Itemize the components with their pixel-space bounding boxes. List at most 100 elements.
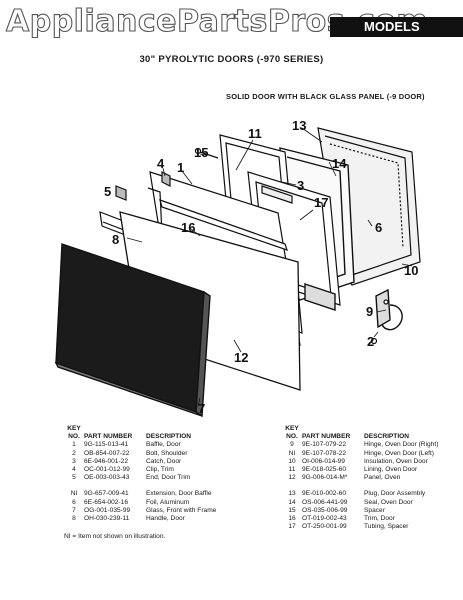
table-row: 7 OG-001-035-99 Glass, Front with Frame — [64, 507, 216, 515]
cell-part-number: 6E-946-001-22 — [84, 457, 128, 465]
cell-no: 3 — [72, 457, 76, 465]
cell-part-number: OT-019-002-43 — [302, 515, 347, 523]
header-no: NO. — [68, 433, 80, 441]
callout-10: 10 — [404, 263, 418, 278]
callout-15: 15 — [194, 145, 208, 160]
callout-7: 7 — [198, 401, 205, 416]
callout-1: 1 — [177, 160, 184, 175]
models-tab: MODELS — [330, 17, 463, 37]
cell-part-number: 6E-654-002-16 — [84, 498, 128, 506]
cell-no: NI — [288, 449, 296, 457]
cell-no: 16 — [288, 515, 296, 523]
cell-no: 8 — [72, 515, 76, 523]
cell-no: 10 — [288, 457, 296, 465]
callout-9: 9 — [366, 304, 373, 319]
header-description: DESCRIPTION — [364, 433, 410, 441]
callout-16: 16 — [181, 220, 195, 235]
cell-part-number: 9G-657-009-41 — [84, 490, 129, 498]
callout-5: 5 — [104, 184, 111, 199]
footnote: NI = Item not shown on illustration. — [64, 533, 166, 540]
cell-description: End, Door Trim — [146, 474, 191, 482]
cell-description: Insulation, Oven Door — [364, 457, 428, 465]
key-label: KEY — [285, 425, 299, 432]
cell-no: 12 — [288, 474, 296, 482]
cell-no: 7 — [72, 506, 76, 514]
cell-no: 1 — [72, 441, 76, 449]
cell-part-number: 9E-010-002-60 — [302, 490, 346, 498]
exploded-door-diagram: 11 13 15 4 1 5 14 3 17 6 10 16 8 12 9 2 … — [54, 118, 421, 418]
callout-11: 11 — [248, 126, 262, 141]
callout-14: 14 — [332, 156, 347, 171]
cell-part-number: 9E-107-078-22 — [302, 449, 346, 457]
cell-description: Glass, Front with Frame — [146, 506, 217, 514]
cell-description: Extension, Door Baffle — [146, 490, 212, 498]
cell-part-number: OG-001-035-99 — [84, 506, 131, 514]
callout-3: 3 — [297, 178, 304, 193]
cell-description: Hinge, Oven Door (Left) — [364, 449, 434, 457]
cell-description: Baffle, Door — [146, 441, 181, 449]
models-tab-label: MODELS — [364, 19, 420, 34]
header-part-number: PART NUMBER — [84, 433, 133, 441]
cell-description: Panel, Oven — [364, 474, 401, 482]
table-row: 3 6E-946-001-22 Catch, Door — [64, 458, 216, 466]
cell-part-number: 9G-115-013-41 — [84, 441, 129, 449]
callout-4: 4 — [157, 156, 165, 171]
cell-no: 9 — [290, 441, 294, 449]
cell-description: Tubing, Spacer — [364, 523, 409, 531]
key-label: KEY — [67, 425, 81, 432]
cell-no: 15 — [288, 506, 296, 514]
header-no: NO. — [286, 433, 298, 441]
front-glass — [54, 243, 211, 418]
callout-12: 12 — [234, 350, 248, 365]
cell-description: Trim, Door — [364, 515, 395, 523]
table-header-row: NO. PART NUMBER DESCRIPTION — [64, 433, 216, 441]
cell-part-number: OT-250-001-99 — [302, 523, 347, 531]
table-row: 13 9E-010-002-60 Plug, Door Assembly — [282, 490, 438, 498]
cell-part-number: 9E-107-079-22 — [302, 441, 346, 449]
cell-no: NI — [70, 490, 78, 498]
diagram-subtitle: SOLID DOOR WITH BLACK GLASS PANEL (-9 DO… — [226, 92, 425, 101]
cell-part-number: OS-035-006-99 — [302, 506, 348, 514]
table-row: NI 9E-107-078-22 Hinge, Oven Door (Left) — [282, 450, 438, 458]
cell-description: Seal, Oven Door — [364, 498, 413, 506]
callout-leaders — [116, 127, 413, 407]
cell-no: 13 — [288, 490, 296, 498]
table-key-label: KEY — [64, 425, 216, 433]
page-title: 30" PYROLYTIC DOORS (-970 SERIES) — [139, 54, 324, 65]
cell-description: Spacer — [364, 506, 385, 514]
callout-17: 17 — [314, 195, 328, 210]
cell-description: Plug, Door Assembly — [364, 490, 426, 498]
callout-8: 8 — [112, 232, 119, 247]
header-part-number: PART NUMBER — [302, 433, 351, 441]
table-row: NI 9G-657-009-41 Extension, Door Baffle — [64, 490, 216, 498]
cell-description: Handle, Door — [146, 515, 185, 523]
cell-part-number: OC-001-012-99 — [84, 466, 130, 474]
cell-description: Foil, Aluminum — [146, 498, 190, 506]
table-row: 15 OS-035-006-99 Spacer — [282, 507, 438, 515]
cell-description: Clip, Trim — [146, 466, 174, 474]
table-row: 1 9G-115-013-41 Baffle, Door — [64, 441, 216, 449]
cell-part-number: OH-030-239-11 — [84, 515, 130, 523]
cell-description: Bolt, Shoulder — [146, 449, 188, 457]
callout-13: 13 — [292, 118, 306, 133]
table-row: 9 9E-107-079-22 Hinge, Oven Door (Right) — [282, 441, 438, 449]
hardware-fasteners — [115, 147, 389, 345]
parts-table-left: KEY NO. PART NUMBER DESCRIPTION 1 9G-115-… — [64, 425, 216, 523]
cell-description: Lining, Oven Door — [364, 466, 418, 474]
callout-2: 2 — [367, 334, 374, 349]
cell-part-number: OS-006-441-99 — [302, 498, 348, 506]
callout-6: 6 — [375, 220, 382, 235]
cell-no: 6 — [72, 498, 76, 506]
cell-description: Catch, Door — [146, 457, 182, 465]
cell-no: 17 — [288, 523, 296, 531]
table-key-label: KEY — [282, 425, 438, 433]
cell-no: 4 — [72, 466, 76, 474]
parts-table-right: KEY NO. PART NUMBER DESCRIPTION 9 9E-107-… — [282, 425, 438, 531]
table-row: 8 OH-030-239-11 Handle, Door — [64, 515, 216, 523]
table-row: 4 OC-001-012-99 Clip, Trim — [64, 466, 216, 474]
cell-description: Hinge, Oven Door (Right) — [364, 441, 439, 449]
